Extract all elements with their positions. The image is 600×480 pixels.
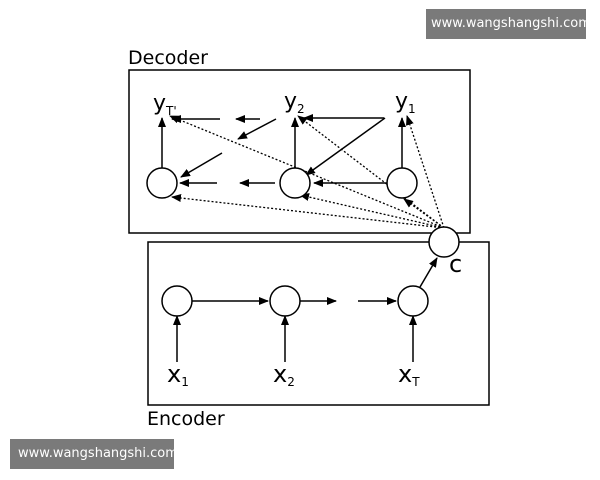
context-node (428, 226, 460, 258)
input-label-x2: x2 (273, 360, 295, 389)
encoder-node-1 (161, 285, 193, 317)
context-label: c (449, 250, 462, 278)
decoder-title: Decoder (128, 47, 208, 69)
output-label-y1: y1 (395, 89, 416, 116)
output-label-yT: yT' (153, 91, 177, 118)
decoder-node-3 (386, 167, 418, 199)
decoder-arrows (158, 114, 406, 187)
watermark-top: www.wangshangshi.com (426, 9, 591, 39)
encoder-node-3 (397, 285, 429, 317)
encoder-arrows (173, 257, 438, 362)
watermark-bottom: www.wangshangshi.com (10, 439, 178, 469)
input-label-xT: xT (398, 360, 420, 389)
decoder-box (128, 69, 471, 234)
output-label-y2: y2 (284, 89, 305, 116)
decoder-node-1 (146, 167, 178, 199)
encoder-title: Encoder (147, 408, 225, 430)
encoder-node-2 (269, 285, 301, 317)
encoder-box (147, 241, 490, 406)
input-label-x1: x1 (167, 360, 189, 389)
decoder-node-2 (279, 167, 311, 199)
